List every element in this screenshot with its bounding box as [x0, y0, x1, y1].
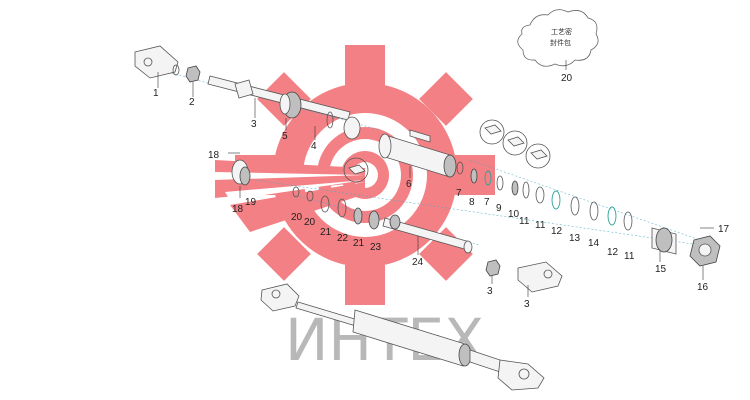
callout-3b: 3 — [487, 286, 493, 297]
callout-13: 13 — [569, 233, 581, 244]
callout-10: 10 — [508, 209, 520, 220]
callout-12a: 12 — [551, 226, 563, 237]
callout-18b: 18 — [232, 204, 244, 215]
callout-15: 15 — [655, 264, 667, 275]
callout-3a: 3 — [251, 119, 257, 130]
seal-row-left — [292, 186, 380, 230]
part-15-piston-head — [651, 227, 677, 262]
callout-18a: 18 — [208, 150, 220, 161]
part-16-gland-nut — [689, 227, 721, 280]
seal-kit-cloud-note: 工艺密 封件包 — [517, 9, 599, 70]
callout-5: 5 — [282, 131, 288, 142]
part-24-inner-rod — [382, 214, 473, 255]
callout-20b: 20 — [304, 217, 316, 228]
part-6-cylinder-tube — [378, 129, 457, 178]
callout-17: 17 — [718, 224, 730, 235]
part-3-piston-rod — [207, 75, 351, 121]
callout-7b: 7 — [484, 197, 490, 208]
callout-20c: 20 — [561, 73, 573, 84]
callout-7a: 7 — [456, 188, 462, 199]
callout-21a: 21 — [320, 227, 332, 238]
callout-21b: 21 — [353, 238, 365, 249]
callout-20a: 20 — [291, 212, 303, 223]
callout-4: 4 — [311, 141, 317, 152]
callout-11b: 11 — [535, 220, 546, 231]
callout-11a: 11 — [519, 216, 530, 227]
callout-22: 22 — [337, 233, 349, 244]
callout-14: 14 — [588, 238, 600, 249]
detail-insets — [343, 119, 551, 183]
callout-1: 1 — [153, 88, 159, 99]
callout-3c: 3 — [524, 299, 530, 310]
callout-2: 2 — [189, 97, 195, 108]
cloud-text-line1: 工艺密 — [551, 27, 572, 36]
callout-11c: 11 — [624, 251, 635, 262]
callout-labels: 1 2 3 4 5 6 7 7 8 9 10 11 11 12 13 14 12… — [153, 73, 730, 310]
assembled-cylinder — [260, 283, 545, 391]
part-4-5-piston — [279, 91, 361, 140]
cloud-text-line2: 封件包 — [550, 38, 571, 47]
callout-23: 23 — [370, 242, 382, 253]
callout-9: 9 — [496, 203, 502, 214]
seal-row-right — [456, 161, 633, 231]
callout-24: 24 — [412, 257, 424, 268]
part-1-clevis — [134, 45, 179, 88]
part-3-clevis-lower — [485, 259, 563, 297]
callout-16: 16 — [697, 282, 709, 293]
part-2-nut — [172, 64, 201, 97]
callout-19: 19 — [245, 197, 257, 208]
callout-12b: 12 — [607, 247, 619, 258]
callout-8: 8 — [469, 197, 475, 208]
callout-6: 6 — [406, 179, 412, 190]
part-18-19-bushing — [228, 152, 251, 198]
